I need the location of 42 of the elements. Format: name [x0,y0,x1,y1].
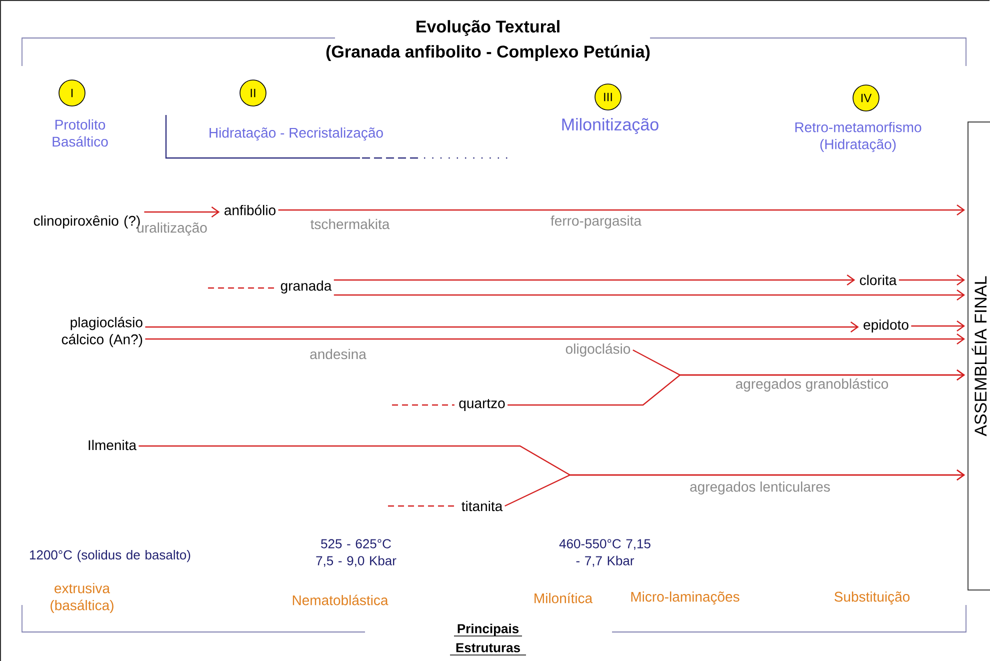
mineral-label: plagioclásio cálcico (An?) [62,316,142,348]
condition-text: 1200°C (solidus de basalto) [30,550,190,562]
arrow [145,334,966,344]
mineral-label: titanita [462,500,503,512]
title: Evolução Textural [416,20,560,36]
edge-label: tschermakita [310,218,390,230]
mineral-label: quartzo [459,399,505,411]
mineral-label: Ilmenita [88,440,137,450]
structure-name: Nematoblástica [292,594,388,606]
phase-heading: Retro-metamorfismo (Hidratação) [795,122,922,152]
edge-label: agregados granoblástico [736,378,888,392]
phase-heading: Milonitização [562,118,658,134]
mineral-label: oligoclásio [566,343,630,357]
arrow [334,290,966,300]
condition-text: 525 - 625°C 7,5 - 9,0 Kbar [316,539,396,567]
mineral-label: clinopiroxênio (?) [34,215,140,229]
arrow [898,274,966,286]
structure-name: Milonítica [534,592,593,604]
phase-heading: Protolito Basáltico [52,119,108,147]
mineral-label: granada [280,280,332,294]
arrow [145,322,859,332]
edge-label: uralitização [138,222,207,236]
subtitle: (Granada anfibolito - Complexo Petúnia) [326,45,650,61]
structure-name: extrusiva (basáltica) [50,582,114,614]
edge-label: agregados lenticulares [690,481,830,495]
arrow [504,470,966,507]
structure-name: Micro-laminações [631,591,740,605]
structure-name: Substituição [834,591,910,605]
phase-heading: Hidratação - Recristalização [210,127,383,141]
section-heading: Principais Estruturas [450,624,526,656]
arrow [334,274,856,286]
arrow [508,370,966,406]
arrow [911,320,966,332]
condition-text: 460-550°C 7,15 - 7,7 Kbar [559,539,650,567]
mineral-label: anfibólio [224,204,276,216]
edge-label: andesina [310,348,366,360]
mineral-variety: ferro-pargasita [550,215,642,229]
assembly-box: ASSEMBLÉIA FINAL [968,122,990,590]
mineral-label: clorita [860,274,897,286]
arrow [278,204,966,216]
mineral-label: epidoto [864,319,908,333]
arrow [144,206,220,218]
